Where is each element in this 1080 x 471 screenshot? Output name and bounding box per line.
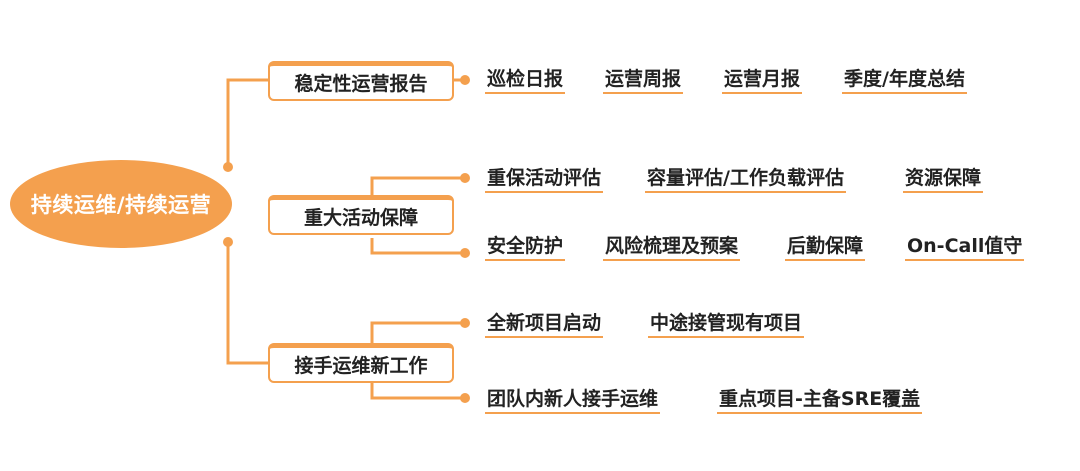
leaf-risk-plan: 风险梳理及预案 xyxy=(603,233,741,261)
leaf-key-project-sre: 重点项目-主备SRE覆盖 xyxy=(717,386,923,414)
root-label: 持续运维/持续运营 xyxy=(30,193,212,217)
branch-stability-report: 稳定性运营报告 xyxy=(268,61,454,101)
leaf-daily-inspection: 巡检日报 xyxy=(485,66,566,94)
leaf-event-assessment: 重保活动评估 xyxy=(485,165,604,193)
leaf-monthly-report: 运营月报 xyxy=(722,66,803,94)
leaf-new-project-start: 全新项目启动 xyxy=(485,310,604,338)
leaf-security-protection: 安全防护 xyxy=(485,233,566,261)
branch-label: 重大活动保障 xyxy=(303,207,418,229)
branch-major-event-support: 重大活动保障 xyxy=(268,195,454,235)
leaf-capacity-assessment: 容量评估/工作负载评估 xyxy=(645,165,846,193)
branch-label: 接手运维新工作 xyxy=(294,355,428,377)
leaf-on-call: On-Call值守 xyxy=(905,233,1025,261)
leaf-takeover-existing: 中途接管现有项目 xyxy=(648,310,805,338)
branch-label: 稳定性运营报告 xyxy=(294,73,428,95)
leaf-resource-assurance: 资源保障 xyxy=(903,165,984,193)
leaf-weekly-report: 运营周报 xyxy=(603,66,684,94)
leaf-quarterly-summary: 季度/年度总结 xyxy=(842,66,967,94)
root-node: 持续运维/持续运营 xyxy=(10,160,232,248)
branch-new-ops-work: 接手运维新工作 xyxy=(268,343,454,383)
leaf-newcomer-handover: 团队内新人接手运维 xyxy=(485,386,661,414)
leaf-logistics: 后勤保障 xyxy=(785,233,866,261)
